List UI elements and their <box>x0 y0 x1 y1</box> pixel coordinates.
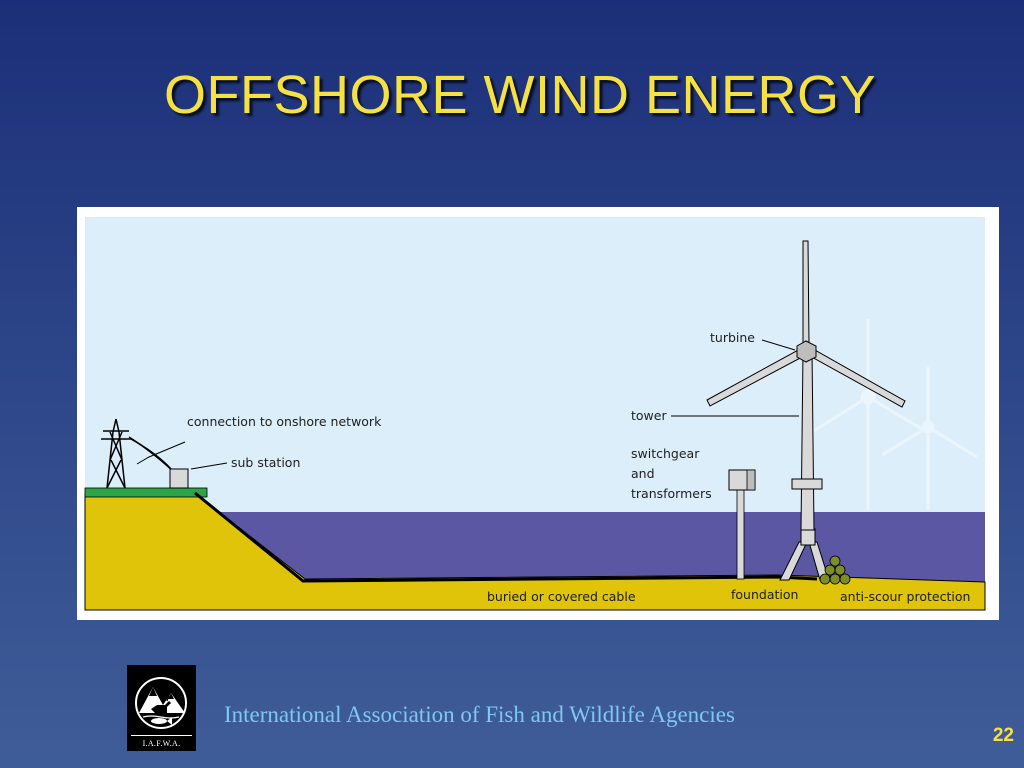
label-substation: sub station <box>231 455 300 470</box>
land-grass <box>84 487 208 498</box>
switchgear-platform <box>728 469 756 580</box>
background-turbines <box>811 319 978 510</box>
label-switchgear-3: transformers <box>631 486 712 501</box>
sea <box>207 512 985 582</box>
offshore-wind-diagram: turbine tower switchgear and transformer… <box>77 207 999 620</box>
anti-scour-rocks <box>819 555 851 585</box>
buried-cable <box>194 491 818 583</box>
logo-text: I.A.F.W.A. <box>142 739 181 748</box>
leader-lines <box>136 339 799 470</box>
slide-title: OFFSHORE WIND ENERGY <box>163 65 877 125</box>
label-foundation: foundation <box>731 587 798 602</box>
label-switchgear-2: and <box>631 466 655 481</box>
label-connection: connection to onshore network <box>187 414 382 429</box>
footer-organization: International Association of Fish and Wi… <box>224 702 735 727</box>
label-switchgear-1: switchgear <box>631 446 700 461</box>
label-tower: tower <box>631 408 667 423</box>
page-number: 22 <box>992 725 1014 746</box>
substation-building <box>169 468 189 489</box>
wind-turbine <box>706 240 906 581</box>
label-cable: buried or covered cable <box>487 589 636 604</box>
label-turbine: turbine <box>710 330 755 345</box>
iafwa-logo: I.A.F.W.A. <box>127 665 196 751</box>
label-anti-scour: anti-scour protection <box>840 589 970 604</box>
